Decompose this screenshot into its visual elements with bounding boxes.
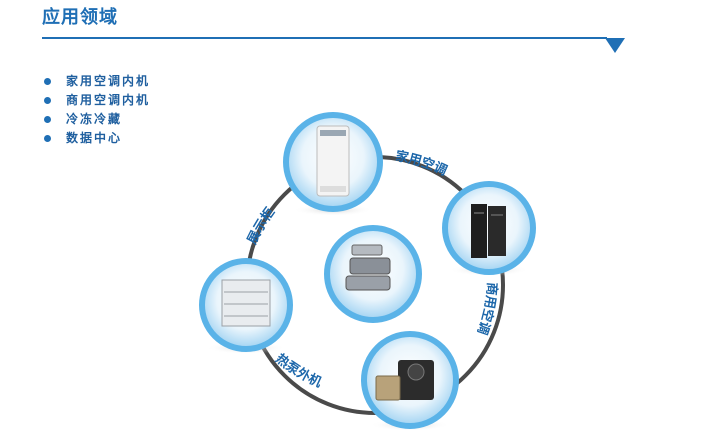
node-home-ac: [283, 112, 383, 216]
node-commercial-ac: [442, 181, 536, 276]
label-home-ac: 家用空调: [394, 148, 449, 179]
title-divider: [42, 37, 607, 39]
node-display-cabinet: [199, 258, 293, 354]
list-item: 家用空调内机: [44, 72, 150, 91]
bullet-icon: [44, 116, 51, 123]
node-heat-exchanger: [324, 225, 422, 323]
label-display-cabinet: 展示柜: [245, 205, 278, 247]
heat-exchanger-icon: [345, 244, 391, 291]
application-list: 家用空调内机 商用空调内机 冷冻冷藏 数据中心: [44, 72, 150, 148]
home-ac-icon: [316, 125, 350, 197]
bullet-icon: [44, 135, 51, 142]
node-heat-pump: [361, 331, 459, 431]
divider-arrow-icon: [605, 38, 625, 53]
list-item: 数据中心: [44, 129, 150, 148]
page-title: 应用领域: [42, 7, 118, 28]
bullet-icon: [44, 78, 51, 85]
bullet-icon: [44, 97, 51, 104]
list-item: 冷冻冷藏: [44, 110, 150, 129]
outdoor-unit-icon: [375, 360, 434, 401]
display-cabinet-icon: [221, 279, 271, 327]
server-cabinet-icon: [471, 204, 506, 258]
list-item: 商用空调内机: [44, 91, 150, 110]
